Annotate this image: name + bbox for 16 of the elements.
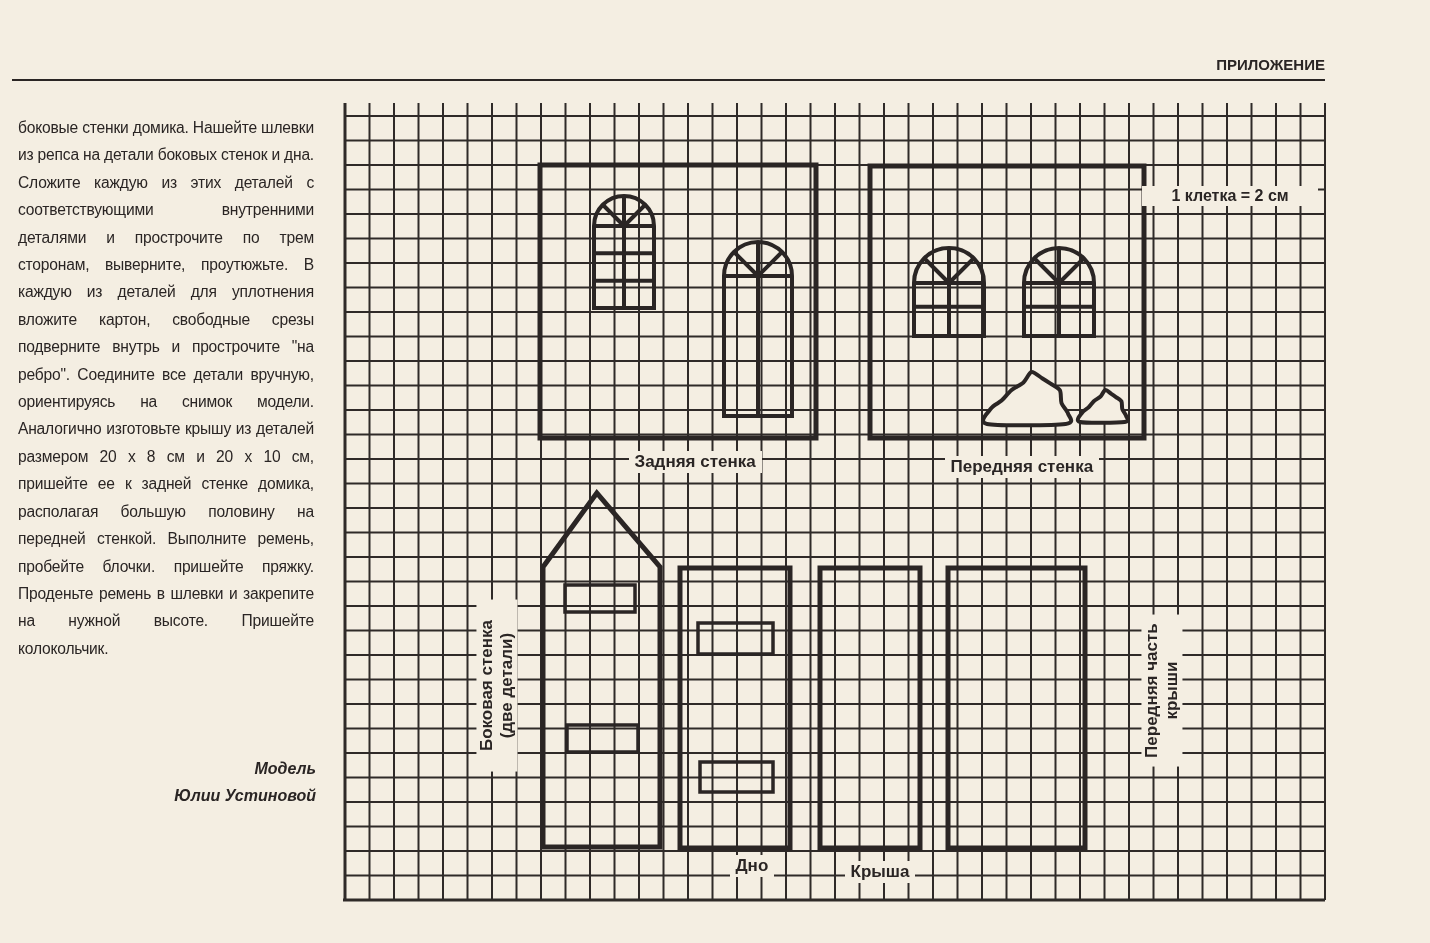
scale-note: 1 клетка = 2 см — [1142, 186, 1318, 207]
pattern-piece — [944, 564, 1089, 852]
pattern-piece — [816, 564, 924, 852]
piece-label: Задняя стенка — [628, 451, 762, 473]
piece-label: Боковая стенка (две детали) — [476, 599, 518, 772]
pattern-piece — [676, 564, 794, 852]
piece-label: Передняя стенка — [944, 456, 1100, 478]
author-credit: Модель — [253, 760, 316, 779]
instruction-paragraph: боковые стенки домика. Нашейте шлевки из репса на детали боковых стенок и дна. Сложите каждую из этих деталей с соответствующими внутренними деталями и прострочите по трем сторонам, выверните, проутюжьте. В каждую из деталей для уплотнения вложите картон, свободные срезы подверните внутрь и прострочите "на ребро". Соедините все детали вручную, ориентируясь на снимок модели. Аналогично изготовьте крышу из деталей размером 20 x 8 см и 20 x 10 см, пришейте ее к задней стенке домика, располагая большую половину на передней стенкой. Выполните ремень, пробейте блочки. пришейте пряжку. Проденьте ремень в шлевки и закрепите на нужной высоте. Пришейте колокольчик. — [18, 118, 314, 659]
pattern-piece — [539, 489, 664, 851]
piece-label: Передняя часть крыши — [1141, 614, 1183, 767]
pattern-piece — [866, 162, 1148, 442]
piece-label: Дно — [729, 855, 775, 877]
piece-label: Крыша — [844, 861, 916, 883]
author-credit: Юлии Устиновой — [173, 787, 316, 806]
pattern-piece — [536, 161, 820, 442]
